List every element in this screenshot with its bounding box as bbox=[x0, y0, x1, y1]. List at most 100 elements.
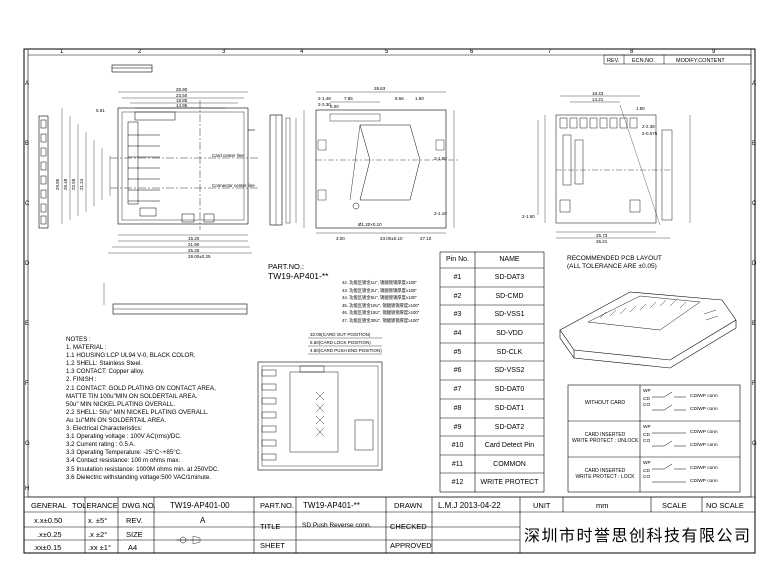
card-out-label: 32.00(CARD OUT POSITION) bbox=[310, 332, 371, 337]
pin-name: SD-DAT3 bbox=[494, 274, 525, 281]
dim: 8.56 bbox=[395, 96, 404, 101]
pin-name: SD-CLK bbox=[496, 349, 523, 356]
grid-num: 4 bbox=[300, 49, 304, 55]
dim: 28.63 bbox=[374, 86, 386, 91]
switch-terminal-label: WP bbox=[643, 461, 651, 466]
dim: 2-3.30 bbox=[318, 102, 331, 107]
scale-label: SCALE bbox=[662, 501, 687, 510]
card-lock-label: 5.60(CARD LOCK POSITION) bbox=[310, 340, 371, 345]
switch-state-label: CARD INSERTED WRITE PROTECT : UNLOCK bbox=[572, 432, 639, 444]
notes-line: 1. MATERIAL : bbox=[66, 344, 107, 352]
grid-letter: E bbox=[25, 321, 29, 327]
grid-letter: D bbox=[25, 261, 30, 267]
rev-value-tb: A bbox=[200, 516, 206, 525]
dim: 3.00 bbox=[336, 236, 345, 241]
tolerance-angle-1: x. ±5° bbox=[88, 516, 108, 525]
pin-number: #8 bbox=[453, 405, 462, 412]
switch-output-label: CD/WP conn bbox=[690, 394, 718, 399]
notes-line: 3. Electrical Characteristics: bbox=[66, 425, 143, 433]
pin-table bbox=[439, 251, 545, 493]
top-view-dims: 25.90 23.50 18.85 14.95 5.61 15.20 21.90… bbox=[55, 87, 255, 259]
switch-output-label: CD/WP conn bbox=[690, 407, 718, 412]
grid-num: 3 bbox=[222, 49, 226, 55]
grid-num: 1 bbox=[60, 49, 64, 55]
dim: 23.00±0.10 bbox=[380, 236, 403, 241]
pcb-layout bbox=[537, 95, 691, 239]
dim: Ø1.20×0.10 bbox=[358, 222, 382, 227]
dim: 2-1.10 bbox=[434, 211, 447, 216]
grid-letter: G bbox=[752, 441, 757, 447]
grid-letters: A B C D E F G H A B C D E F G bbox=[25, 81, 757, 492]
modify-header: MODIFY.CONTENT bbox=[676, 58, 725, 64]
pin-number: #6 bbox=[453, 367, 462, 374]
dim: 25.90 bbox=[176, 87, 188, 92]
dwg-no-label: DWG.NO. bbox=[122, 501, 156, 510]
dim: 18.43 bbox=[592, 91, 604, 96]
notes-line: 2. FINISH : bbox=[66, 376, 97, 384]
grid-num: 6 bbox=[470, 49, 474, 55]
switch-table bbox=[567, 384, 741, 493]
notes-line: NOTES : bbox=[66, 336, 91, 343]
dim: 2-1.48 bbox=[318, 96, 331, 101]
grid-letter: C bbox=[752, 201, 757, 207]
recommended-pcb-tolerance: (ALL TOLERANCE ARE ±0.05) bbox=[567, 263, 657, 270]
notes-line: 3.2 Current rating : 0.5 A. bbox=[66, 441, 136, 449]
pin-number: #4 bbox=[453, 330, 462, 337]
notes-line: Au 1u"MIN ON SOLDERTAIL AREA. bbox=[66, 416, 167, 424]
card-position-view bbox=[257, 337, 383, 471]
grid-letter: D bbox=[752, 261, 757, 267]
dim: 5.00 bbox=[330, 104, 339, 109]
notes-block: NOTES : 1. MATERIAL : 1.1 HOUSING:LCP UL… bbox=[66, 336, 266, 482]
part-no-label: PART.NO.: bbox=[268, 262, 304, 271]
switch-output-label: CD/WP conn bbox=[690, 479, 718, 484]
revision-block: REV. ECN.NO. MODIFY.CONTENT bbox=[603, 54, 752, 65]
part-no-value-tb: TW19-AP401-** bbox=[303, 501, 360, 510]
rev-label-tb: REV. bbox=[126, 516, 143, 525]
dim: 21.90 bbox=[188, 242, 200, 247]
title-block-grid bbox=[24, 496, 755, 553]
notes-line: 3.6 Dielectric withstanding voltage:500 … bbox=[66, 473, 212, 481]
grid-letter: A bbox=[25, 81, 29, 87]
pin-name: WRITE PROTECT bbox=[480, 479, 539, 486]
front-view bbox=[103, 283, 248, 315]
dim: 1.50 bbox=[415, 96, 424, 101]
dim: 29.85 bbox=[55, 178, 60, 190]
label-card-center: Card center line bbox=[212, 153, 244, 158]
card-position-labels: 32.00(CARD OUT POSITION) 5.60(CARD LOCK … bbox=[310, 332, 382, 353]
dim: 21.24 bbox=[79, 178, 84, 190]
switch-terminal-label: CD bbox=[643, 469, 650, 474]
plating-option: 44. 功能区镀金5U", 锡腿镀锡厚度≥100" bbox=[342, 295, 417, 301]
recommended-pcb-title: RECOMMENDED PCB LAYOUT bbox=[567, 255, 662, 262]
sheet-label: SHEET bbox=[260, 541, 286, 550]
grid-letter: G bbox=[25, 441, 30, 447]
size-label: SIZE bbox=[126, 530, 143, 539]
pin-header-name: NAME bbox=[499, 256, 520, 263]
general-label: GENERAL bbox=[31, 501, 67, 510]
pcb-dims: 25.73 26.21 18.43 14.21 2-1.50 1.50 2-0.… bbox=[522, 91, 658, 244]
label-connector-center: Connector center line bbox=[212, 183, 255, 188]
dim: 26.48 bbox=[63, 178, 68, 190]
pin-name: SD-VDD bbox=[496, 330, 523, 337]
grid-numbers: 1 2 3 4 5 6 7 8 9 bbox=[60, 49, 716, 55]
dim: 14.95 bbox=[176, 103, 188, 108]
ecn-header: ECN.NO. bbox=[632, 58, 655, 64]
grid-letter: H bbox=[25, 486, 29, 492]
notes-line: 3.5 Insulation resistance: 1000M ohms mi… bbox=[66, 465, 220, 473]
title-value: SD Push Reverse conn. bbox=[302, 522, 372, 529]
notes-line: 3.3 Operating Temperature: -25°C~+85°C. bbox=[66, 449, 182, 457]
dim: 25.25 bbox=[188, 248, 200, 253]
notes-line: 2.1 CONTACT: GOLD PLATING ON CONTACT ARE… bbox=[66, 384, 216, 392]
plating-option: 45. 功能区镀金10U", 锡腿镀锡厚度≥100" bbox=[342, 302, 420, 308]
pin-name: SD-VSS1 bbox=[494, 311, 525, 318]
pin-name: SD-DAT2 bbox=[494, 424, 525, 431]
grid-num: 7 bbox=[548, 49, 552, 55]
unit-label: UNIT bbox=[533, 501, 551, 510]
pin-name: SD-VSS2 bbox=[494, 367, 525, 374]
notes-line: 3.1 Operating voltage : 100V AC(rms)/DC. bbox=[66, 433, 182, 441]
tolerance-linear-1: x.x±0.50 bbox=[34, 516, 63, 525]
dim: 22.50 bbox=[71, 178, 76, 190]
grid-letter: B bbox=[25, 141, 29, 147]
approved-label: APPROVED bbox=[390, 541, 432, 550]
pin-number: #2 bbox=[453, 293, 462, 300]
